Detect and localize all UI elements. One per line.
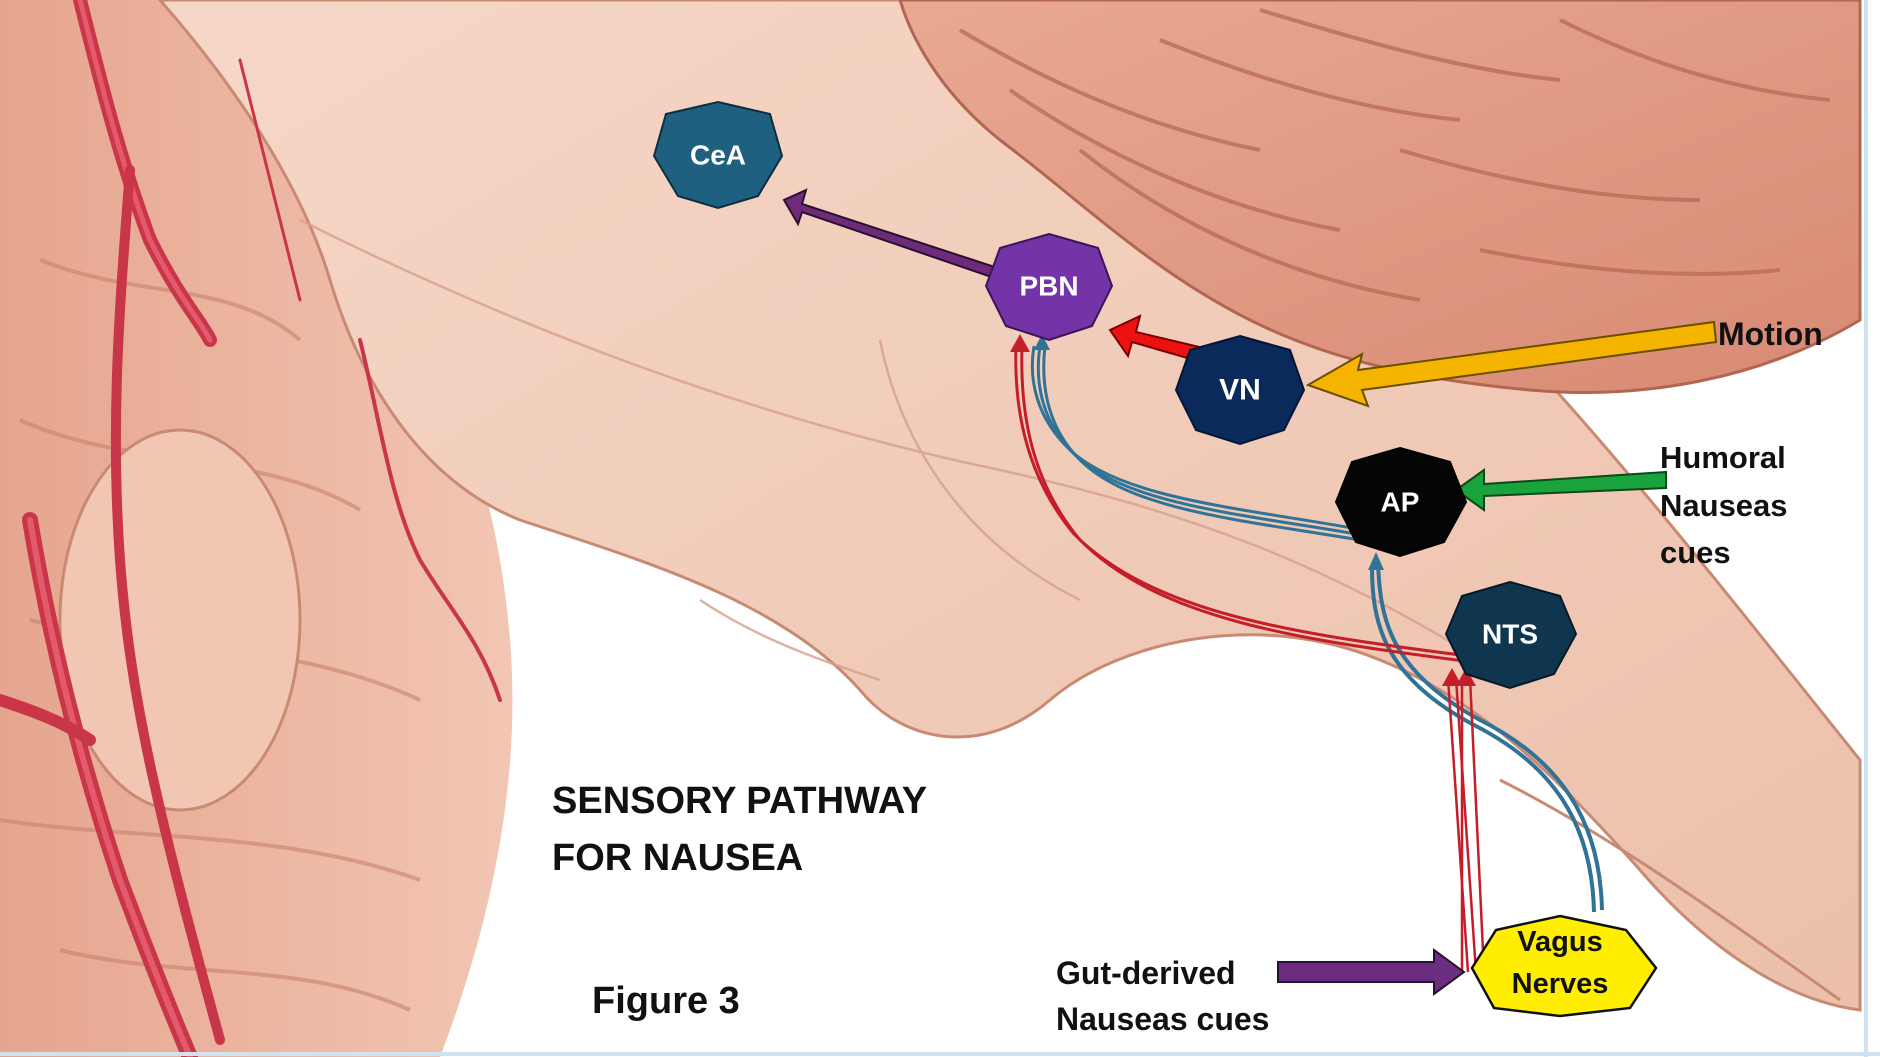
vn-label: VN [1219,374,1261,407]
cea-shape [652,100,784,210]
vagus-shape [1470,914,1658,1018]
pbn-shape [984,232,1114,342]
pbn-label: PBN [1019,271,1078,302]
brainstem-contours [299,218,1481,682]
ap-to-pbn-pathway [1030,345,1361,542]
humoral-label-line-1: Humoral [1660,440,1786,475]
node-cea[interactable]: CeA [652,100,784,210]
node-vn[interactable]: VN [1174,334,1306,446]
vagus-label-line-2: Nerves [1512,968,1609,1000]
pbn-blue-arrowhead [1034,334,1050,350]
node-vagus-nerves[interactable]: Vagus Nerves [1470,914,1658,1018]
cerebellum [898,0,1862,394]
ap-arrowhead [1368,552,1384,570]
left-oval-structure [58,428,302,812]
nts-to-pbn-pathway [1014,345,1473,664]
gut-label-line-2: Nauseas cues [1056,1001,1269,1037]
ap-shape [1334,446,1468,558]
node-ap[interactable]: AP [1334,446,1468,558]
vn-shape [1174,334,1306,446]
nts-shape [1444,580,1578,690]
gut-arrow [1277,948,1466,996]
motion-arrow [1305,320,1718,408]
pbn-red-arrowhead [1010,334,1030,352]
vagus-to-nts-pathway [1446,677,1486,973]
humoral-label: Humoral Nauseas cues [1660,440,1788,570]
cerebellum-folia [958,8,1831,302]
blood-vessels [0,0,502,1057]
vagus-label-line-1: Vagus [1517,926,1602,958]
gut-label-line-1: Gut-derived [1056,955,1236,991]
node-nts[interactable]: NTS [1444,580,1578,690]
motion-label: Motion [1718,316,1823,352]
humoral-label-line-2: Nauseas [1660,488,1788,523]
nts-label: NTS [1482,619,1538,650]
ap-label: AP [1381,487,1420,518]
figure-label: Figure 3 [592,980,740,1022]
diagram-title: SENSORY PATHWAY FOR NAUSEA [552,780,927,879]
humoral-arrow [1454,468,1667,512]
cea-label: CeA [690,140,746,171]
node-pbn[interactable]: PBN [984,232,1114,342]
title-line-2: FOR NAUSEA [552,837,803,879]
lower-stem-outline [1499,778,1841,1002]
humoral-label-line-3: cues [1660,535,1731,570]
gut-label: Gut-derived Nauseas cues [1056,955,1269,1037]
pbn-to-cea-arrow [782,188,1012,284]
title-line-1: SENSORY PATHWAY [552,780,927,822]
